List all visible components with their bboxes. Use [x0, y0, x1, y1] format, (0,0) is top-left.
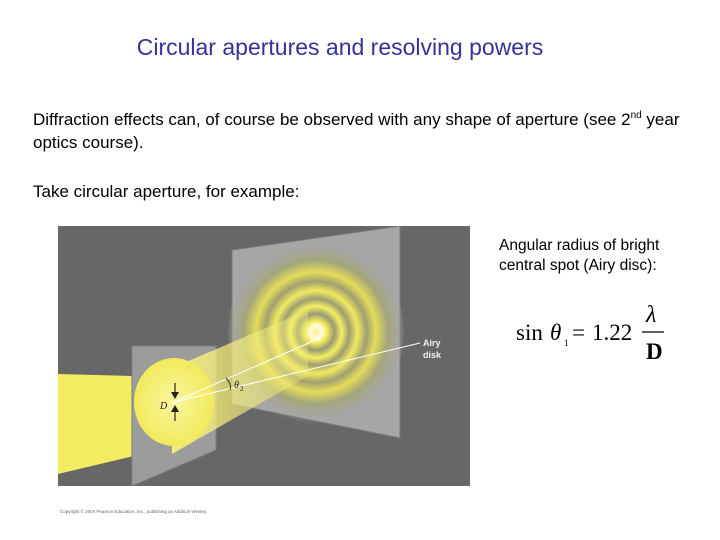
diameter-label: D — [159, 401, 168, 412]
airy-formula: sin θ 1 = 1.22 λ D — [514, 298, 694, 368]
formula-equals: = — [572, 320, 585, 345]
formula-numerator: λ — [645, 302, 656, 328]
incoming-beam — [58, 374, 134, 474]
formula-coefficient: 1.22 — [592, 320, 632, 345]
theta-subscript: 2 — [240, 385, 244, 393]
intro-text-start: Diffraction effects can, of course be ob… — [33, 110, 631, 129]
intro-text-end: year optics course). — [33, 110, 680, 152]
diffraction-illustration: Airy disk θ 2 D — [58, 225, 470, 487]
diffraction-figure: Airy disk θ 2 D — [58, 225, 470, 487]
intro-paragraph: Diffraction effects can, of course be ob… — [33, 108, 693, 154]
formula-theta: θ — [550, 320, 561, 345]
central-axis-line — [173, 342, 421, 403]
theta-arc — [225, 377, 231, 391]
example-paragraph: Take circular aperture, for example: — [33, 182, 300, 201]
copyright-notice: Copyright © 2004 Pearson Education, Inc.… — [60, 509, 207, 514]
airy-label: Airy — [423, 338, 441, 348]
formula-sin: sin — [516, 320, 543, 345]
slide-title: Circular apertures and resolving powers — [136, 34, 544, 60]
theta-label: θ — [234, 380, 239, 391]
airy-caption: Angular radius of bright central spot (A… — [499, 237, 660, 274]
disk-label: disk — [423, 350, 442, 360]
formula-subscript: 1 — [564, 338, 569, 348]
edge-ray-line — [173, 337, 321, 403]
ordinal-superscript: nd — [630, 110, 642, 121]
formula-denominator: D — [646, 339, 663, 364]
